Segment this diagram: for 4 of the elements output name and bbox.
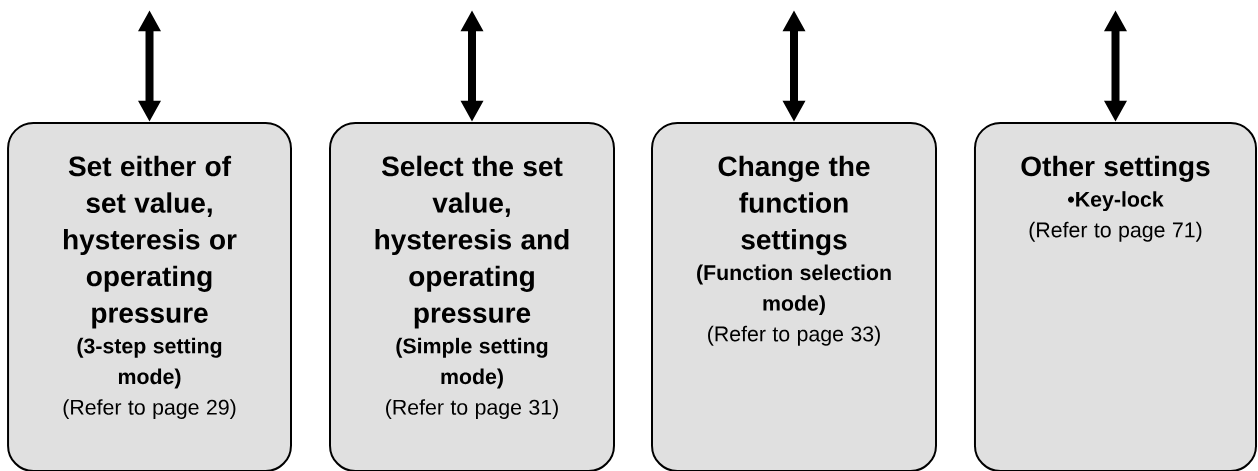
rounded-box: Set either of set value, hysteresis or operating pressure (3-step setting mode) (Refer to page 29)	[7, 122, 292, 471]
rounded-box: Change the function settings (Function selection mode) (Refer to page 33)	[651, 122, 937, 471]
rounded-box: Other settings •Key-lock (Refer to page 71)	[973, 122, 1258, 471]
rounded-box: Select the set value, hysteresis and operating pressure (Simple setting mode) (Refer to page 31)	[329, 122, 615, 471]
